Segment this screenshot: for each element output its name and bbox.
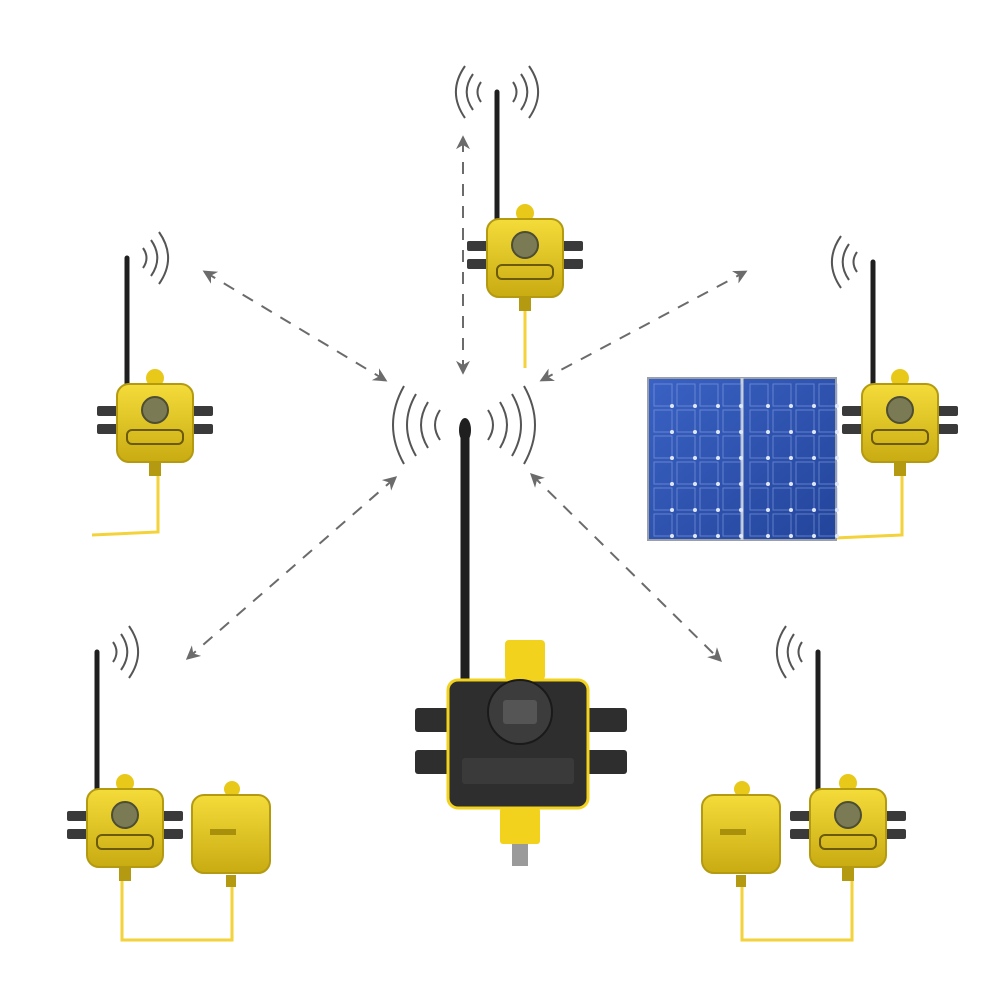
nodes-layer xyxy=(67,65,958,887)
link-gateway-upper-left xyxy=(202,270,388,382)
radio-waves-icon xyxy=(830,235,858,289)
radio-waves-icon xyxy=(392,385,536,465)
links-layer xyxy=(185,135,748,662)
wireless-sensor-node-lower-right[interactable] xyxy=(701,625,906,887)
wireless-sensor-node-upper-right[interactable] xyxy=(830,235,958,476)
wire-upper-right-solar xyxy=(834,470,904,540)
radio-waves-icon xyxy=(142,231,170,285)
yellow-sensor-module-icon xyxy=(701,781,781,887)
wires-layer xyxy=(91,298,904,942)
radio-waves-icon xyxy=(112,625,140,679)
wireless-gateway-icon[interactable] xyxy=(392,385,627,866)
yellow-sensor-module-icon xyxy=(191,781,271,887)
link-gateway-upper-right xyxy=(539,270,748,382)
solar-panel-icon xyxy=(647,377,839,541)
radio-waves-icon xyxy=(775,625,803,679)
wireless-sensor-node-top[interactable] xyxy=(454,65,583,311)
wire-lower-left-sensor xyxy=(120,880,234,942)
link-gateway-lower-left xyxy=(185,476,398,660)
wireless-sensor-node-upper-left[interactable] xyxy=(97,231,213,476)
wire-lower-right-sensor xyxy=(740,880,854,942)
wireless-sensor-node-lower-left[interactable] xyxy=(67,625,271,887)
wire-upper-left xyxy=(91,475,160,537)
radio-waves-icon xyxy=(454,65,540,119)
